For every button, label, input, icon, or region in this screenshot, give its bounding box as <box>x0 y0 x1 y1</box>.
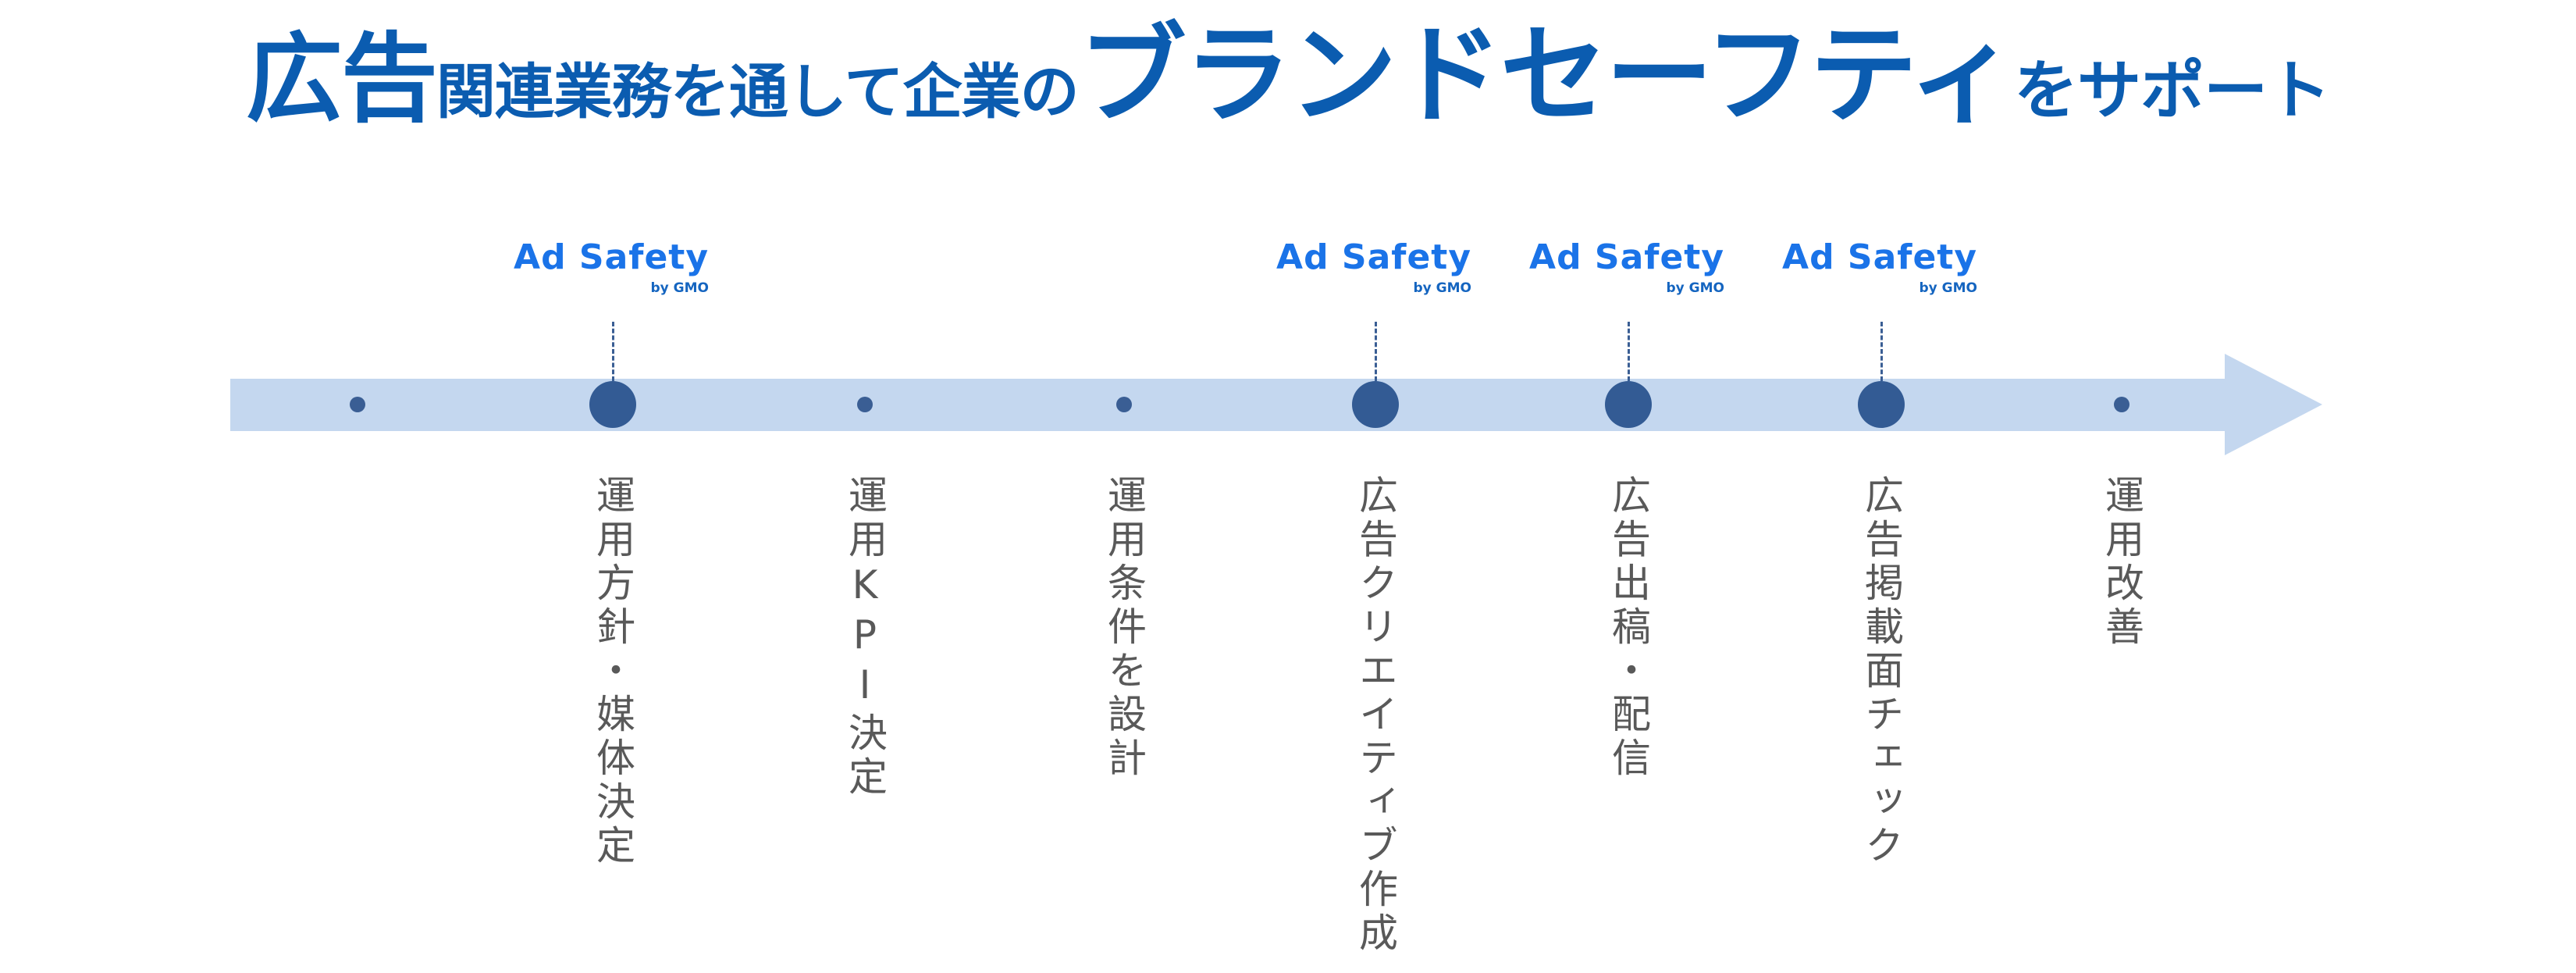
step-label-3: 運用条件を設計 <box>1101 475 1147 781</box>
headline-part-4: をサポート <box>2014 54 2331 128</box>
ad-safety-logo-sub: by GMO <box>1919 280 1978 296</box>
timeline-node-3 <box>1116 397 1132 412</box>
logo-connector-1 <box>612 322 614 381</box>
ad-safety-logo: Ad Safety by GMO <box>1523 241 1734 303</box>
timeline-arrow-band <box>230 379 2236 431</box>
headline-part-1: 広告 <box>245 23 438 136</box>
timeline-node-2 <box>857 397 873 412</box>
step-label-6: 広告掲載面チェック <box>1859 475 1904 868</box>
ad-safety-logo-sub: by GMO <box>1666 280 1725 296</box>
step-label-4: 広告クリエイティブ作成 <box>1353 475 1398 956</box>
ad-safety-logo: Ad Safety by GMO <box>1776 241 1987 303</box>
step-label-2: 運用KPI決定 <box>842 475 888 800</box>
headline: 広告関連業務を通して企業のブランドセーフティをサポート <box>0 22 2576 130</box>
ad-safety-logo-sub: by GMO <box>1413 280 1472 296</box>
timeline-node-4 <box>1352 381 1399 428</box>
step-label-1: 運用方針・媒体決定 <box>590 475 635 868</box>
headline-part-3: ブランドセーフティ <box>1078 12 2016 138</box>
ad-safety-logo-text: Ad Safety <box>1529 237 1724 277</box>
ad-safety-logo-text: Ad Safety <box>514 237 709 277</box>
timeline-node-7 <box>2114 397 2129 412</box>
step-label-7: 運用改善 <box>2099 475 2144 650</box>
timeline-arrow-head <box>2225 354 2322 455</box>
ad-safety-logo-text: Ad Safety <box>1276 237 1471 277</box>
logo-connector-4 <box>1375 322 1377 381</box>
timeline-node-5 <box>1605 381 1652 428</box>
ad-safety-logo: Ad Safety by GMO <box>1270 241 1481 303</box>
ad-safety-logo-text: Ad Safety <box>1782 237 1977 277</box>
ad-safety-logo-sub: by GMO <box>650 280 710 296</box>
headline-part-2: 関連業務を通して企業の <box>436 57 1080 127</box>
timeline-dot-start <box>350 397 365 412</box>
timeline-node-1 <box>589 381 636 428</box>
ad-safety-logo: Ad Safety by GMO <box>507 241 718 303</box>
logo-connector-6 <box>1880 322 1883 381</box>
logo-connector-5 <box>1628 322 1630 381</box>
timeline-node-6 <box>1858 381 1905 428</box>
step-label-5: 広告出稿・配信 <box>1606 475 1651 781</box>
